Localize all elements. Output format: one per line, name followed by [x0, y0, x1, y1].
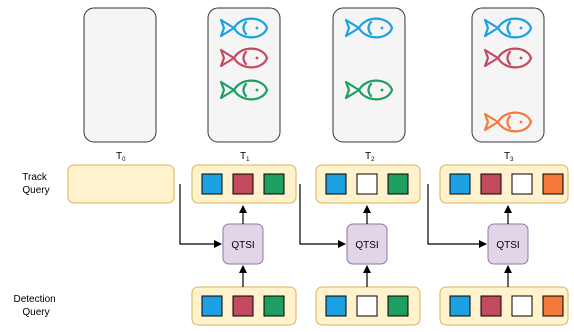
track-query-square-blue [449, 173, 471, 195]
qtsi-block-2: QTSI [346, 223, 388, 265]
qtsi-label: QTSI [231, 240, 254, 251]
fish-icon [344, 17, 394, 39]
detection-query-square-green [263, 295, 285, 317]
fish-icon [219, 17, 269, 39]
arrow-track-t0-to-qtsi1 [179, 184, 222, 248]
fish-icon [219, 79, 269, 101]
frame-t0 [83, 7, 157, 143]
fish-icon [483, 47, 533, 69]
arrow-track-t2-to-qtsi3 [427, 184, 487, 248]
track-query-t0 [67, 164, 175, 204]
track-query-square-red [480, 173, 502, 195]
track-query-square-green [387, 173, 409, 195]
track-query-square-blue [325, 173, 347, 195]
detection-query-t3 [439, 286, 569, 326]
detection-query-square-red [480, 295, 502, 317]
detection-query-square-blue [201, 295, 223, 317]
qtsi-block-1: QTSI [222, 223, 264, 265]
track-query-square-white [356, 173, 378, 195]
fish-icon [483, 111, 533, 133]
connectors [179, 184, 512, 287]
detection-query-square-green [387, 295, 409, 317]
qtsi-label: QTSI [355, 240, 378, 251]
qtsi-label: QTSI [496, 240, 519, 251]
track-query-t3 [439, 164, 569, 204]
query-squares [201, 173, 564, 317]
track-query-square-blue [201, 173, 223, 195]
frame-label-t2: T2 [365, 151, 375, 163]
track-query-square-green [263, 173, 285, 195]
detection-query-label: Detection Query [13, 294, 58, 318]
detection-query-square-red [232, 295, 254, 317]
frame-t1 [207, 7, 281, 143]
track-query-square-orange [542, 173, 564, 195]
track-query-label: Track Query [22, 172, 49, 196]
detection-query-square-white [511, 295, 533, 317]
frame-label-t0: T0 [116, 151, 126, 163]
frame-label-t1: T1 [240, 151, 250, 163]
fish-icon [344, 79, 394, 101]
fish-icons [219, 17, 533, 133]
track-query-square-white [511, 173, 533, 195]
frame-label-t3: T3 [504, 151, 514, 163]
fish-icon [483, 17, 533, 39]
qtsi-block-3: QTSI [487, 223, 529, 265]
detection-query-square-orange [542, 295, 564, 317]
detection-query-square-blue [449, 295, 471, 317]
fish-icon [219, 47, 269, 69]
track-query-square-red [232, 173, 254, 195]
detection-query-square-white [356, 295, 378, 317]
detection-query-square-blue [325, 295, 347, 317]
arrow-track-t1-to-qtsi2 [299, 184, 346, 248]
frame-t2 [332, 7, 406, 143]
frame-t3 [471, 7, 545, 143]
